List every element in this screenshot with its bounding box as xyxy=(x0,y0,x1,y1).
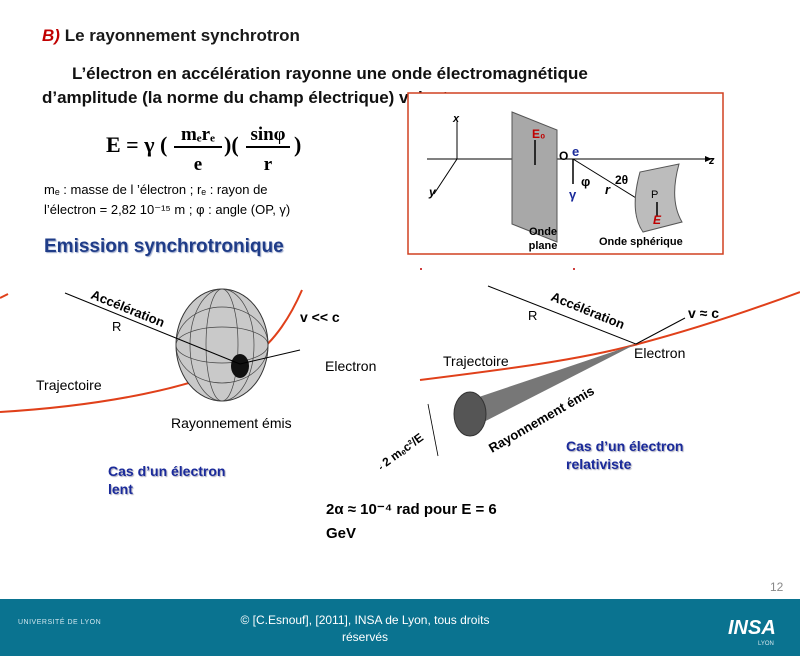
fast-case-line-2: relativiste xyxy=(566,456,632,472)
formula-num1: mₑrₑ xyxy=(181,124,215,145)
angle-label: 2α ≈ 2 mₑc²/E xyxy=(380,430,426,485)
insa-logo-sub: LYON xyxy=(758,641,774,647)
title-text: Le rayonnement synchrotron xyxy=(64,26,300,45)
y-axis xyxy=(433,158,458,195)
onde-plane-2: plane xyxy=(529,240,558,252)
acceleration-line-fast xyxy=(487,285,637,345)
z-label: z xyxy=(708,155,715,167)
E0-label: E₀ xyxy=(532,127,545,141)
intro-text: L’électron en accélération rayonne une o… xyxy=(42,62,702,110)
alpha-line-1: 2α ≈ 10⁻⁴ rad pour E = 6 xyxy=(326,501,497,518)
wave-figure: x y z E₀ O e φ γ r 2θ P E Onde plane Ond… xyxy=(407,92,724,255)
velocity-line xyxy=(239,349,301,365)
fast-case-caption: Cas d’un électron relativiste xyxy=(566,437,683,473)
trajectoire-label: Trajectoire xyxy=(36,377,102,393)
onde-spherique-label: Onde sphérique xyxy=(599,236,683,248)
formula-den2: r xyxy=(264,154,273,175)
rule-dot-2 xyxy=(573,268,575,270)
section-heading: Emission synchrotronique xyxy=(44,236,284,257)
defs-line-1: mₑ : masse de l ’électron ; rₑ : rayon d… xyxy=(44,182,268,197)
footer-bar xyxy=(0,599,800,656)
phi-label: φ xyxy=(581,174,590,189)
electron-label-fast: Electron xyxy=(634,345,685,361)
electron-label: Electron xyxy=(325,358,376,374)
slow-case-line-2: lent xyxy=(108,481,133,497)
angle-line xyxy=(427,403,439,457)
page-number: 12 xyxy=(770,580,784,594)
university-logo-text: UNIVERSITÉ DE LYON xyxy=(18,619,102,626)
two-theta-label: 2θ xyxy=(615,173,628,187)
x-label: x xyxy=(452,113,460,125)
cone-base xyxy=(453,391,487,437)
fast-electron-figure: Accélération R v ≈ c Electron Trajectoir… xyxy=(380,285,800,485)
R-label-fast: R xyxy=(528,308,537,323)
slow-case-caption: Cas d’un électron lent xyxy=(108,462,225,498)
torus-hole xyxy=(231,354,249,378)
insa-logo-text: INSA xyxy=(728,617,776,639)
intro-line-1: L’électron en accélération rayonne une o… xyxy=(72,64,588,83)
fast-case-line-1: Cas d’un électron xyxy=(566,438,684,454)
v-label-fast: v ≈ c xyxy=(688,305,719,321)
onde-plane-1: Onde xyxy=(529,226,557,238)
E-label: E xyxy=(653,213,662,227)
formula-num2: sinφ xyxy=(250,124,285,145)
trajectory-stub xyxy=(0,293,9,299)
defs-line-2: l’électron = 2,82 10⁻¹⁵ m ; φ : angle (O… xyxy=(44,202,291,217)
formula-lhs: E = γ ( xyxy=(106,132,167,157)
definitions: mₑ : masse de l ’électron ; rₑ : rayon d… xyxy=(44,180,374,220)
O-label: O xyxy=(559,149,568,163)
alpha-line-2: GeV xyxy=(326,525,357,542)
formula-mid: )( xyxy=(224,132,239,157)
trajectory-curve-fast xyxy=(419,291,800,381)
R-label: R xyxy=(112,319,121,334)
e-label: e xyxy=(572,144,579,159)
spherical-wave xyxy=(634,163,683,233)
accent-rule xyxy=(420,268,575,270)
rayonnement-label: Rayonnement émis xyxy=(171,415,292,431)
r-label: r xyxy=(605,182,611,197)
torus-mesh-4 xyxy=(175,326,269,364)
slide-title: B) Le rayonnement synchrotron xyxy=(42,26,300,46)
gamma-label: γ xyxy=(569,187,577,202)
rule-dot-1 xyxy=(420,268,422,270)
y-label: y xyxy=(428,185,437,199)
alpha-note: 2α ≈ 10⁻⁴ rad pour E = 6 GeV xyxy=(326,498,497,546)
formula-den1: e xyxy=(194,154,202,175)
slow-electron-figure: Accélération R v << c Electron Trajectoi… xyxy=(0,287,376,431)
P-label: P xyxy=(651,189,658,201)
velocity-line-fast xyxy=(635,317,686,345)
formula-end: ) xyxy=(294,132,301,157)
insa-logo: INSA xyxy=(728,617,776,640)
intro-line-2: d’amplitude (la norme du champ électriqu… xyxy=(42,88,459,107)
radiation-cone xyxy=(470,344,636,428)
z-arrow xyxy=(705,156,712,162)
slow-case-line-1: Cas d’un électron xyxy=(108,463,226,479)
v-label: v << c xyxy=(300,309,340,325)
acceleration-label: Accélération xyxy=(89,287,167,330)
footer-copyright: © [C.Esnouf], [2011], INSA de Lyon, tous… xyxy=(200,612,530,646)
university-logo: UNIVERSITÉ DE LYON xyxy=(18,618,101,627)
trajectoire-label-fast: Trajectoire xyxy=(443,353,509,369)
footer-line-2: réservés xyxy=(341,630,388,644)
footer-line-1: © [C.Esnouf], [2011], INSA de Lyon, tous… xyxy=(240,613,490,627)
title-letter: B) xyxy=(42,26,60,45)
torus-mesh-2 xyxy=(205,288,239,402)
plane-wave xyxy=(511,111,558,243)
formula: E = γ ( mₑrₑ e )( sinφ r ) xyxy=(106,124,301,175)
acceleration-line xyxy=(64,292,241,365)
